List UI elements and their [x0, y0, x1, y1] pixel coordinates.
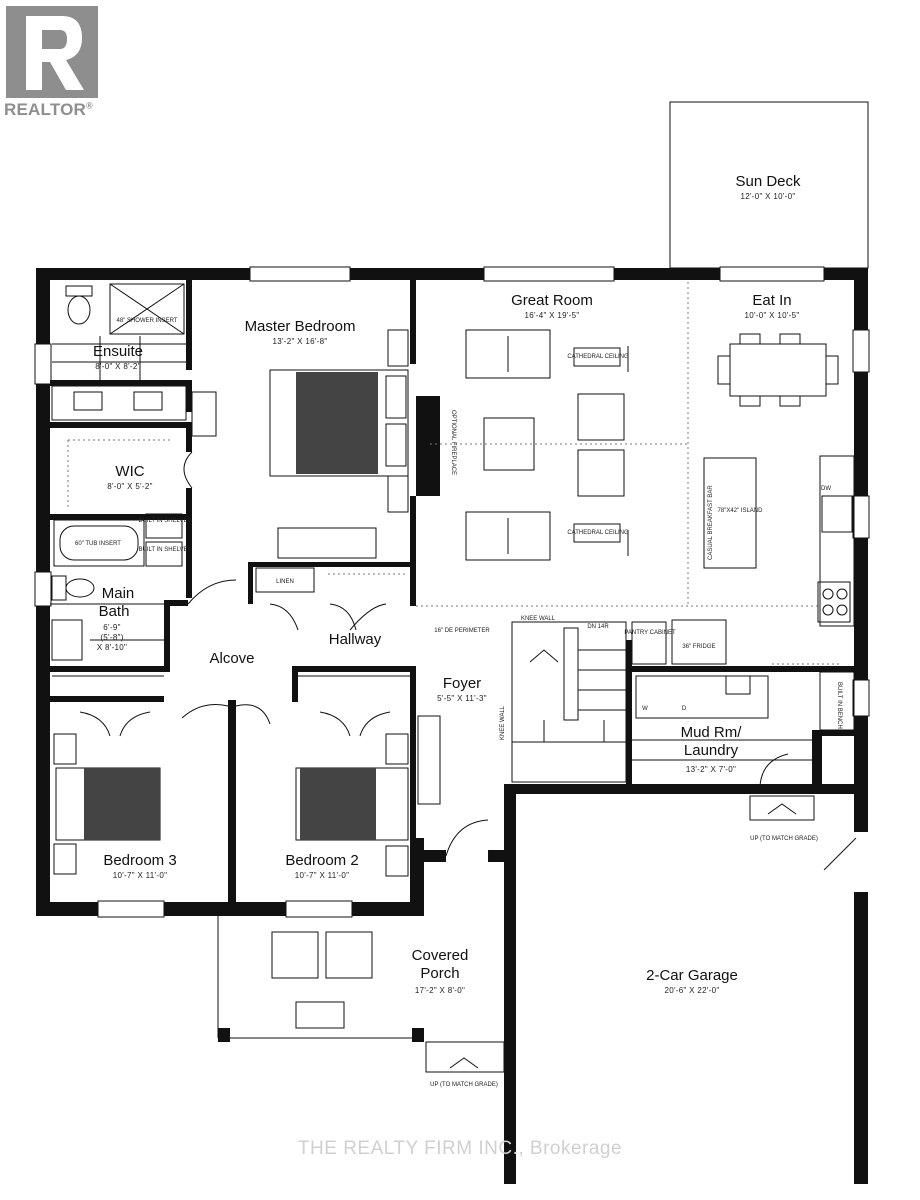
label-stair: DN 14R: [587, 624, 609, 630]
room-dims-master-bedroom: 13'-2" X 16'-8": [272, 337, 327, 346]
room-name-great-room: Great Room: [511, 292, 593, 309]
room-name-sun-deck: Sun Deck: [735, 173, 801, 190]
ensuite-vanity: [51, 385, 187, 421]
label-built-in-shelves-1: BUILT IN SHELVES: [138, 518, 191, 524]
room-name-ensuite: Ensuite: [93, 343, 143, 360]
room-name-bedroom-3: Bedroom 3: [103, 852, 176, 869]
eat-in-furniture: [703, 333, 855, 627]
toilet-bowl: [67, 295, 91, 325]
covered-porch: [217, 916, 505, 1073]
label-shower: 48" SHOWER INSERT: [116, 318, 177, 324]
room-name-master-bedroom: Master Bedroom: [245, 318, 356, 335]
room-name-garage: 2-Car Garage: [646, 967, 738, 984]
room-dims-ensuite: 8'-0" X 8'-2": [95, 362, 141, 371]
room-dims-main-bath-1: 6'-9": [103, 623, 120, 632]
room-dims-mud-room: 13'-2" X 7'-0": [686, 765, 736, 774]
label-washer: W: [642, 706, 648, 712]
label-knee-wall-side: KNEE WALL: [500, 705, 506, 740]
label-breakfast-bar: CASUAL BREAKFAST BAR: [708, 485, 714, 560]
realtor-logo-mark: [6, 6, 98, 98]
mud-room-details: [632, 671, 855, 821]
label-knee-wall-top: KNEE WALL: [521, 616, 556, 622]
room-dims-eat-in: 10'-0" X 10'-5": [744, 311, 799, 320]
realtor-logo-text: REALTOR®: [4, 100, 93, 119]
label-built-in-shelves-2: BUILT IN SHELVES: [138, 547, 191, 553]
bathtub: [53, 519, 145, 567]
exterior-walls: [36, 268, 868, 1184]
label-up-garage: UP (TO MATCH GRADE): [750, 836, 818, 842]
label-dw: DW: [821, 486, 831, 492]
room-name-bedroom-2: Bedroom 2: [285, 852, 358, 869]
room-dims-covered-porch: 17'-2" X 8'-0": [415, 986, 465, 995]
room-dims-wic: 8'-0" X 5'-2": [107, 482, 153, 491]
label-up-porch: UP (TO MATCH GRADE): [430, 1082, 498, 1088]
room-dims-great-room: 16'-4" X 19'-5": [524, 311, 579, 320]
main-bath-fixtures: [50, 513, 183, 661]
room-dims-foyer: 5'-5" X 11'-3": [437, 694, 487, 703]
fixture-labels: 48" SHOWER INSERT BUILT IN SHELVES BUILT…: [75, 318, 842, 1088]
room-name-main-bath-line1: Main: [102, 585, 135, 602]
room-name-wic: WIC: [115, 463, 144, 480]
label-dryer: D: [682, 706, 687, 712]
room-name-covered-porch-line2: Porch: [420, 965, 459, 982]
label-tub: 60" TUB INSERT: [75, 541, 121, 547]
label-linen: LINEN: [276, 579, 294, 585]
room-dims-main-bath-2: (5'-8"): [100, 633, 123, 642]
label-built-in-bench: BUILT IN BENCH: [836, 682, 842, 729]
room-dims-bedroom-3: 10'-7" X 11'-0": [113, 871, 167, 880]
room-dims-garage: 20'-6" X 22'-0": [664, 986, 719, 995]
label-perimeter: 16" DE PERIMETER: [434, 628, 490, 634]
realtor-r-icon: [26, 16, 84, 90]
room-name-covered-porch-line1: Covered: [412, 947, 469, 964]
room-name-foyer: Foyer: [443, 675, 481, 692]
room-name-mud-room-line2: Laundry: [684, 742, 739, 759]
windows: [34, 266, 870, 918]
label-cathedral-ceiling-2: CATHEDRAL CEILING: [567, 530, 629, 536]
room-name-main-bath-line2: Bath: [99, 603, 130, 620]
room-name-mud-room-line1: Mud Rm/: [681, 724, 743, 741]
label-pantry: PANTRY CABINET: [624, 630, 676, 636]
shower-stall: [109, 283, 185, 335]
room-name-hallway: Hallway: [329, 631, 382, 648]
room-dividers: [67, 282, 840, 665]
toilet-tank: [65, 285, 93, 297]
room-dims-sun-deck: 12'-0" X 10'-0": [740, 192, 795, 201]
label-fridge: 36" FRIDGE: [682, 644, 715, 650]
label-fireplace: OPTIONAL FIREPLACE: [450, 410, 456, 475]
room-name-alcove: Alcove: [209, 650, 254, 667]
label-cathedral-ceiling-1: CATHEDRAL CEILING: [567, 354, 629, 360]
great-room-furniture: [465, 329, 629, 561]
room-dims-main-bath-3: X 8'-10": [97, 643, 127, 652]
staircase: [511, 619, 727, 783]
room-name-eat-in: Eat In: [752, 292, 791, 309]
interior-walls: [50, 280, 868, 910]
label-island: 78"X42" ISLAND: [718, 508, 764, 514]
room-dims-bedroom-2: 10'-7" X 11'-0": [295, 871, 349, 880]
brokerage-watermark: THE REALTY FIRM INC., Brokerage: [297, 1138, 623, 1159]
doors-and-closets: [52, 451, 857, 871]
bedroom-2-furniture: [295, 733, 409, 877]
bedroom-3-furniture: [53, 733, 161, 875]
ensuite-fixtures: [51, 283, 187, 421]
master-bed: [191, 329, 409, 559]
